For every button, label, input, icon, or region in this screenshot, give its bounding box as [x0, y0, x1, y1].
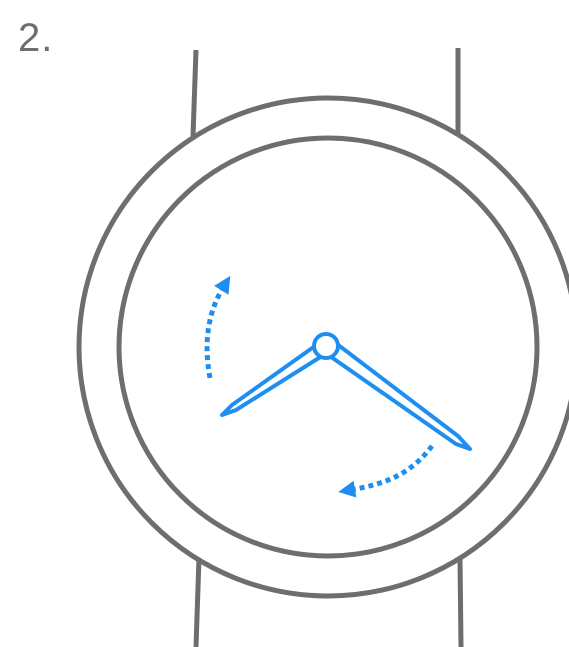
step-number: 2.: [18, 16, 54, 60]
strap-bottom: [193, 557, 464, 647]
hour-hand-rotate-arrow: [204, 275, 231, 379]
strap-top: [190, 48, 461, 137]
center-pin: [312, 332, 340, 360]
minute-hand-rotate-arrow: [338, 444, 434, 498]
